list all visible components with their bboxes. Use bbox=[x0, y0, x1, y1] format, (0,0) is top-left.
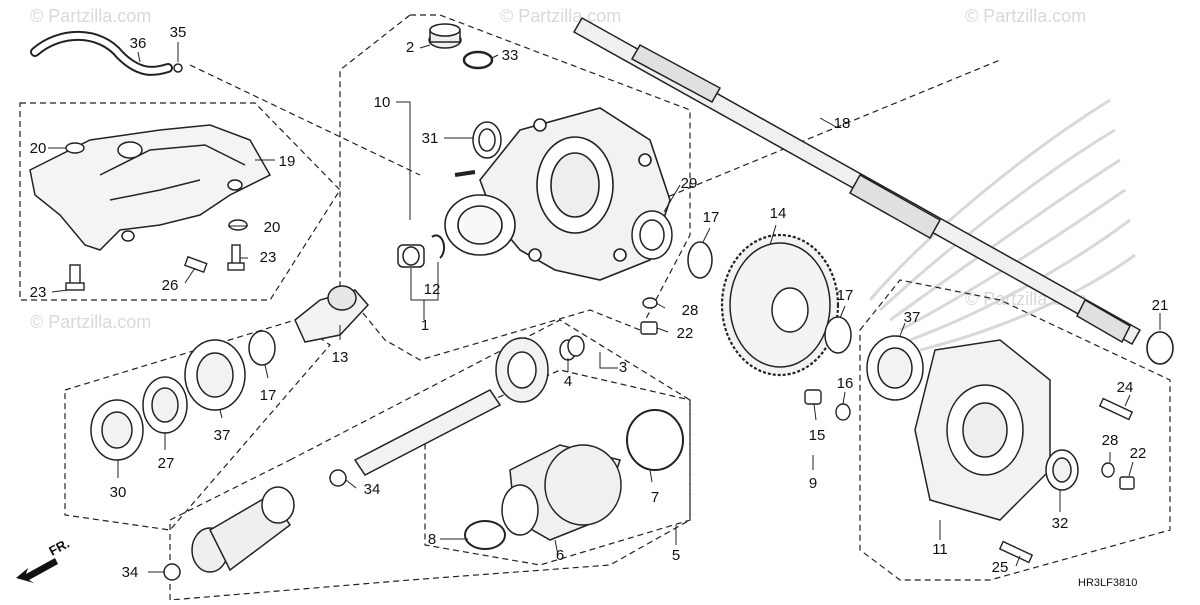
final-gear-case bbox=[444, 107, 671, 281]
callout-22a: 22 bbox=[677, 325, 694, 342]
callout-24: 24 bbox=[1117, 379, 1134, 396]
watermark-text: © Partzilla.com bbox=[965, 6, 1086, 26]
leader-dash bbox=[659, 59, 1001, 201]
callout-20b: 20 bbox=[264, 219, 281, 236]
front-arrow-icon: FR. bbox=[16, 536, 72, 583]
watermark-text: © Partzilla.com bbox=[30, 312, 151, 332]
hose-clip-35 bbox=[173, 63, 183, 73]
watermark-text: © Partzilla.com bbox=[500, 6, 621, 26]
callout-33: 33 bbox=[502, 47, 519, 64]
callout-12: 12 bbox=[424, 281, 441, 298]
cv-boot bbox=[464, 409, 684, 550]
diagram-reference-code: HR3LF3810 bbox=[1078, 577, 1137, 589]
axle-seal bbox=[1146, 331, 1174, 365]
callout-2: 2 bbox=[406, 39, 414, 56]
callout-8: 8 bbox=[428, 531, 436, 548]
callout-18: 18 bbox=[834, 115, 851, 132]
breather-hose bbox=[30, 30, 183, 76]
pinion-bearing-set bbox=[90, 285, 370, 461]
callout-15: 15 bbox=[809, 427, 826, 444]
callout-1: 1 bbox=[421, 317, 429, 334]
callout-34b: 34 bbox=[122, 564, 139, 581]
drive-shaft bbox=[163, 335, 585, 581]
callout-37a: 37 bbox=[214, 427, 231, 444]
callout-25: 25 bbox=[992, 559, 1009, 576]
callout-7: 7 bbox=[651, 489, 659, 506]
skid-fasteners bbox=[65, 142, 248, 291]
front-marker-label: FR. bbox=[46, 536, 72, 559]
callout-19: 19 bbox=[279, 153, 296, 170]
shaft-assembly-group-outline bbox=[169, 319, 691, 601]
cover-fasteners bbox=[640, 297, 1135, 564]
callout-27: 27 bbox=[158, 455, 175, 472]
callout-23a: 23 bbox=[260, 249, 277, 266]
rear-cover-group-outline bbox=[859, 279, 1171, 581]
callout-30: 30 bbox=[110, 484, 127, 501]
universal-joint bbox=[191, 486, 295, 573]
watermark-text: © Partzilla.com bbox=[30, 6, 151, 26]
callout-16: 16 bbox=[837, 375, 854, 392]
skid-plate-group-outline bbox=[19, 102, 341, 301]
group-outlines bbox=[19, 14, 1171, 601]
boot-group-outline bbox=[424, 369, 691, 566]
callout-11: 11 bbox=[932, 541, 948, 558]
callout-28b: 28 bbox=[1102, 432, 1119, 449]
callout-13: 13 bbox=[332, 349, 349, 366]
callout-31: 31 bbox=[422, 130, 439, 147]
watermarks: © Partzilla.com © Partzilla.com © Partzi… bbox=[30, 6, 1086, 332]
callout-22b: 22 bbox=[1130, 445, 1147, 462]
callout-9: 9 bbox=[809, 475, 817, 492]
callout-26: 26 bbox=[162, 277, 179, 294]
callout-numbers: 1 2 3 4 5 6 7 8 9 10 11 12 13 14 15 16 1… bbox=[30, 24, 1169, 581]
callout-17c: 17 bbox=[260, 387, 277, 404]
case-bearings bbox=[397, 121, 673, 268]
callout-23b: 23 bbox=[30, 284, 47, 301]
leader-lines bbox=[48, 42, 1161, 573]
axle-shaft bbox=[572, 16, 1142, 346]
callout-34a: 34 bbox=[364, 481, 381, 498]
callout-21: 21 bbox=[1152, 297, 1169, 314]
callout-17a: 17 bbox=[703, 209, 720, 226]
callout-28a: 28 bbox=[682, 302, 699, 319]
callout-20a: 20 bbox=[30, 140, 47, 157]
callout-32: 32 bbox=[1052, 515, 1069, 532]
callout-14: 14 bbox=[770, 205, 787, 222]
callout-29: 29 bbox=[681, 175, 698, 192]
gear-case-group-outline bbox=[339, 14, 691, 361]
leader-dash bbox=[189, 64, 421, 176]
callout-37b: 37 bbox=[904, 309, 921, 326]
fill-cap bbox=[428, 23, 494, 70]
callout-17b: 17 bbox=[837, 287, 854, 304]
callout-35: 35 bbox=[170, 24, 187, 41]
skid-plate bbox=[29, 124, 272, 251]
callout-3: 3 bbox=[619, 359, 627, 376]
callout-5: 5 bbox=[672, 547, 680, 564]
rear-cover bbox=[866, 335, 1079, 521]
callout-10: 10 bbox=[374, 94, 391, 111]
callout-4: 4 bbox=[564, 373, 572, 390]
callout-6: 6 bbox=[556, 547, 564, 564]
ring-gear bbox=[687, 233, 852, 377]
callout-36: 36 bbox=[130, 35, 147, 52]
